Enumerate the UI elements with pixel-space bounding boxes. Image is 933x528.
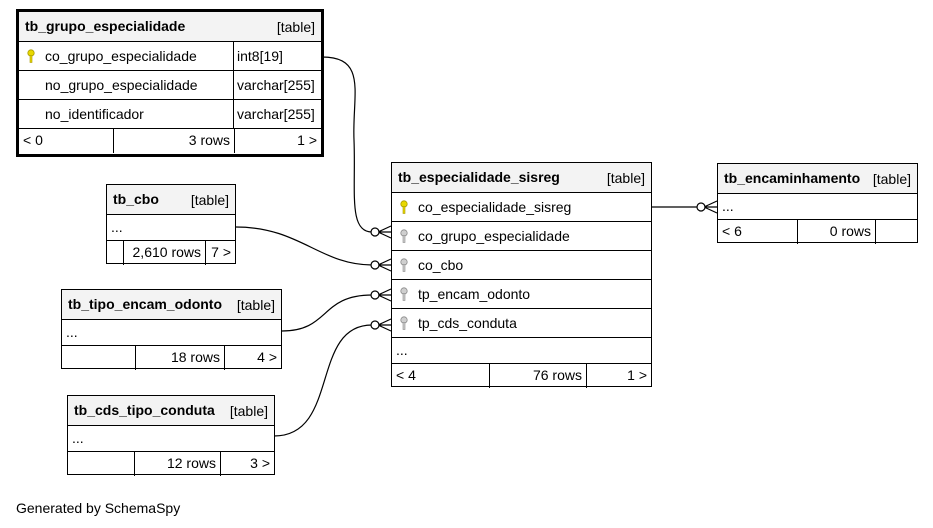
column-row[interactable]: no_grupo_especialidade varchar[255] [19, 71, 321, 100]
table-footer: < 0 3 rows 1 > [19, 129, 321, 153]
table-name: tb_especialidade_sisreg [398, 169, 560, 185]
optional-marker [370, 290, 380, 300]
table-name: tb_cbo [113, 191, 159, 207]
column-name: co_cbo [418, 257, 464, 273]
column-row[interactable]: co_grupo_especialidade int8[19] [19, 42, 321, 71]
column-row[interactable]: no_identificador varchar[255] [19, 100, 321, 129]
table-header: tb_cds_tipo_conduta [table] [68, 396, 274, 426]
optional-marker [370, 227, 380, 237]
column-row[interactable]: tp_encam_odonto [392, 280, 651, 309]
foreign-key-icon [400, 316, 408, 330]
columns-ellipsis: ... [68, 426, 274, 452]
row-count: 2,610 rows [132, 244, 201, 260]
table-type: [table] [229, 403, 268, 419]
row-count: 12 rows [166, 455, 216, 471]
table-grupo-especialidade[interactable]: tb_grupo_especialidade [table] co_grupo_… [16, 9, 324, 157]
column-row[interactable]: co_grupo_especialidade [392, 222, 651, 251]
children-count: 1 > [627, 367, 647, 383]
columns-ellipsis: ... [107, 215, 235, 241]
table-header: tb_tipo_encam_odonto [table] [62, 290, 281, 320]
generated-by-credit: Generated by SchemaSpy [16, 500, 181, 516]
link-odonto-sisreg [281, 294, 373, 332]
parents-count: < 6 [722, 223, 742, 239]
primary-key-icon [400, 200, 408, 214]
foreign-key-icon [400, 229, 408, 243]
optional-marker [370, 320, 380, 330]
row-count: 0 rows [829, 223, 871, 239]
table-type: [table] [276, 19, 315, 35]
table-encaminhamento[interactable]: tb_encaminhamento [table] ... < 6 0 rows [717, 163, 918, 244]
table-footer: < 6 0 rows [718, 220, 917, 244]
columns-ellipsis: ... [62, 320, 281, 346]
table-header: tb_encaminhamento [table] [718, 164, 917, 194]
column-type: varchar[255] [233, 100, 321, 128]
column-row[interactable]: tp_cds_conduta [392, 309, 651, 338]
table-name: tb_encaminhamento [724, 170, 861, 186]
table-type: [table] [190, 192, 229, 208]
table-cbo[interactable]: tb_cbo [table] ... 2,610 rows 7 > [106, 184, 236, 265]
column-type: varchar[255] [233, 71, 321, 99]
table-footer: < 4 76 rows 1 > [392, 364, 651, 388]
children-count: 1 > [297, 132, 317, 148]
table-footer: 2,610 rows 7 > [107, 241, 235, 265]
link-grupo-sisreg [321, 56, 373, 233]
primary-key-icon [27, 49, 35, 63]
row-count: 76 rows [532, 367, 582, 383]
column-row[interactable]: co_especialidade_sisreg [392, 193, 651, 222]
foreign-key-icon [400, 287, 408, 301]
link-cbo-sisreg [235, 226, 373, 266]
table-type: [table] [236, 297, 275, 313]
table-name: tb_grupo_especialidade [25, 18, 186, 34]
table-tipo-encam-odonto[interactable]: tb_tipo_encam_odonto [table] ... 18 rows… [61, 289, 282, 370]
table-type: [table] [606, 170, 645, 186]
table-footer: 18 rows 4 > [62, 346, 281, 370]
children-count: 3 > [250, 455, 270, 471]
column-type: int8[19] [233, 42, 321, 70]
row-count: 18 rows [170, 349, 220, 365]
column-name: tp_cds_conduta [418, 315, 517, 331]
table-header: tb_cbo [table] [107, 185, 235, 215]
table-name: tb_tipo_encam_odonto [68, 296, 223, 312]
column-name: no_grupo_especialidade [45, 77, 198, 93]
parents-count: < 0 [23, 132, 43, 148]
column-name: co_grupo_especialidade [418, 228, 570, 244]
column-name: tp_encam_odonto [418, 286, 531, 302]
table-cds-tipo-conduta[interactable]: tb_cds_tipo_conduta [table] ... 12 rows … [67, 395, 275, 476]
column-name: co_especialidade_sisreg [418, 199, 572, 215]
table-especialidade-sisreg[interactable]: tb_especialidade_sisreg [table] co_espec… [391, 162, 652, 388]
columns-ellipsis: ... [718, 194, 917, 220]
table-type: [table] [872, 171, 911, 187]
row-count: 3 rows [188, 132, 230, 148]
table-name: tb_cds_tipo_conduta [74, 402, 215, 418]
optional-marker [370, 260, 380, 270]
link-conduta-sisreg [273, 324, 373, 437]
table-footer: 12 rows 3 > [68, 452, 274, 476]
column-name: co_grupo_especialidade [45, 48, 197, 64]
children-count: 7 > [211, 244, 231, 260]
table-header: tb_grupo_especialidade [table] [19, 12, 321, 42]
column-row[interactable]: co_cbo [392, 251, 651, 280]
children-count: 4 > [257, 349, 277, 365]
optional-marker [696, 202, 706, 212]
columns-ellipsis: ... [392, 338, 651, 364]
parents-count: < 4 [396, 367, 416, 383]
foreign-key-icon [400, 258, 408, 272]
column-name: no_identificador [45, 106, 144, 122]
table-header: tb_especialidade_sisreg [table] [392, 163, 651, 193]
